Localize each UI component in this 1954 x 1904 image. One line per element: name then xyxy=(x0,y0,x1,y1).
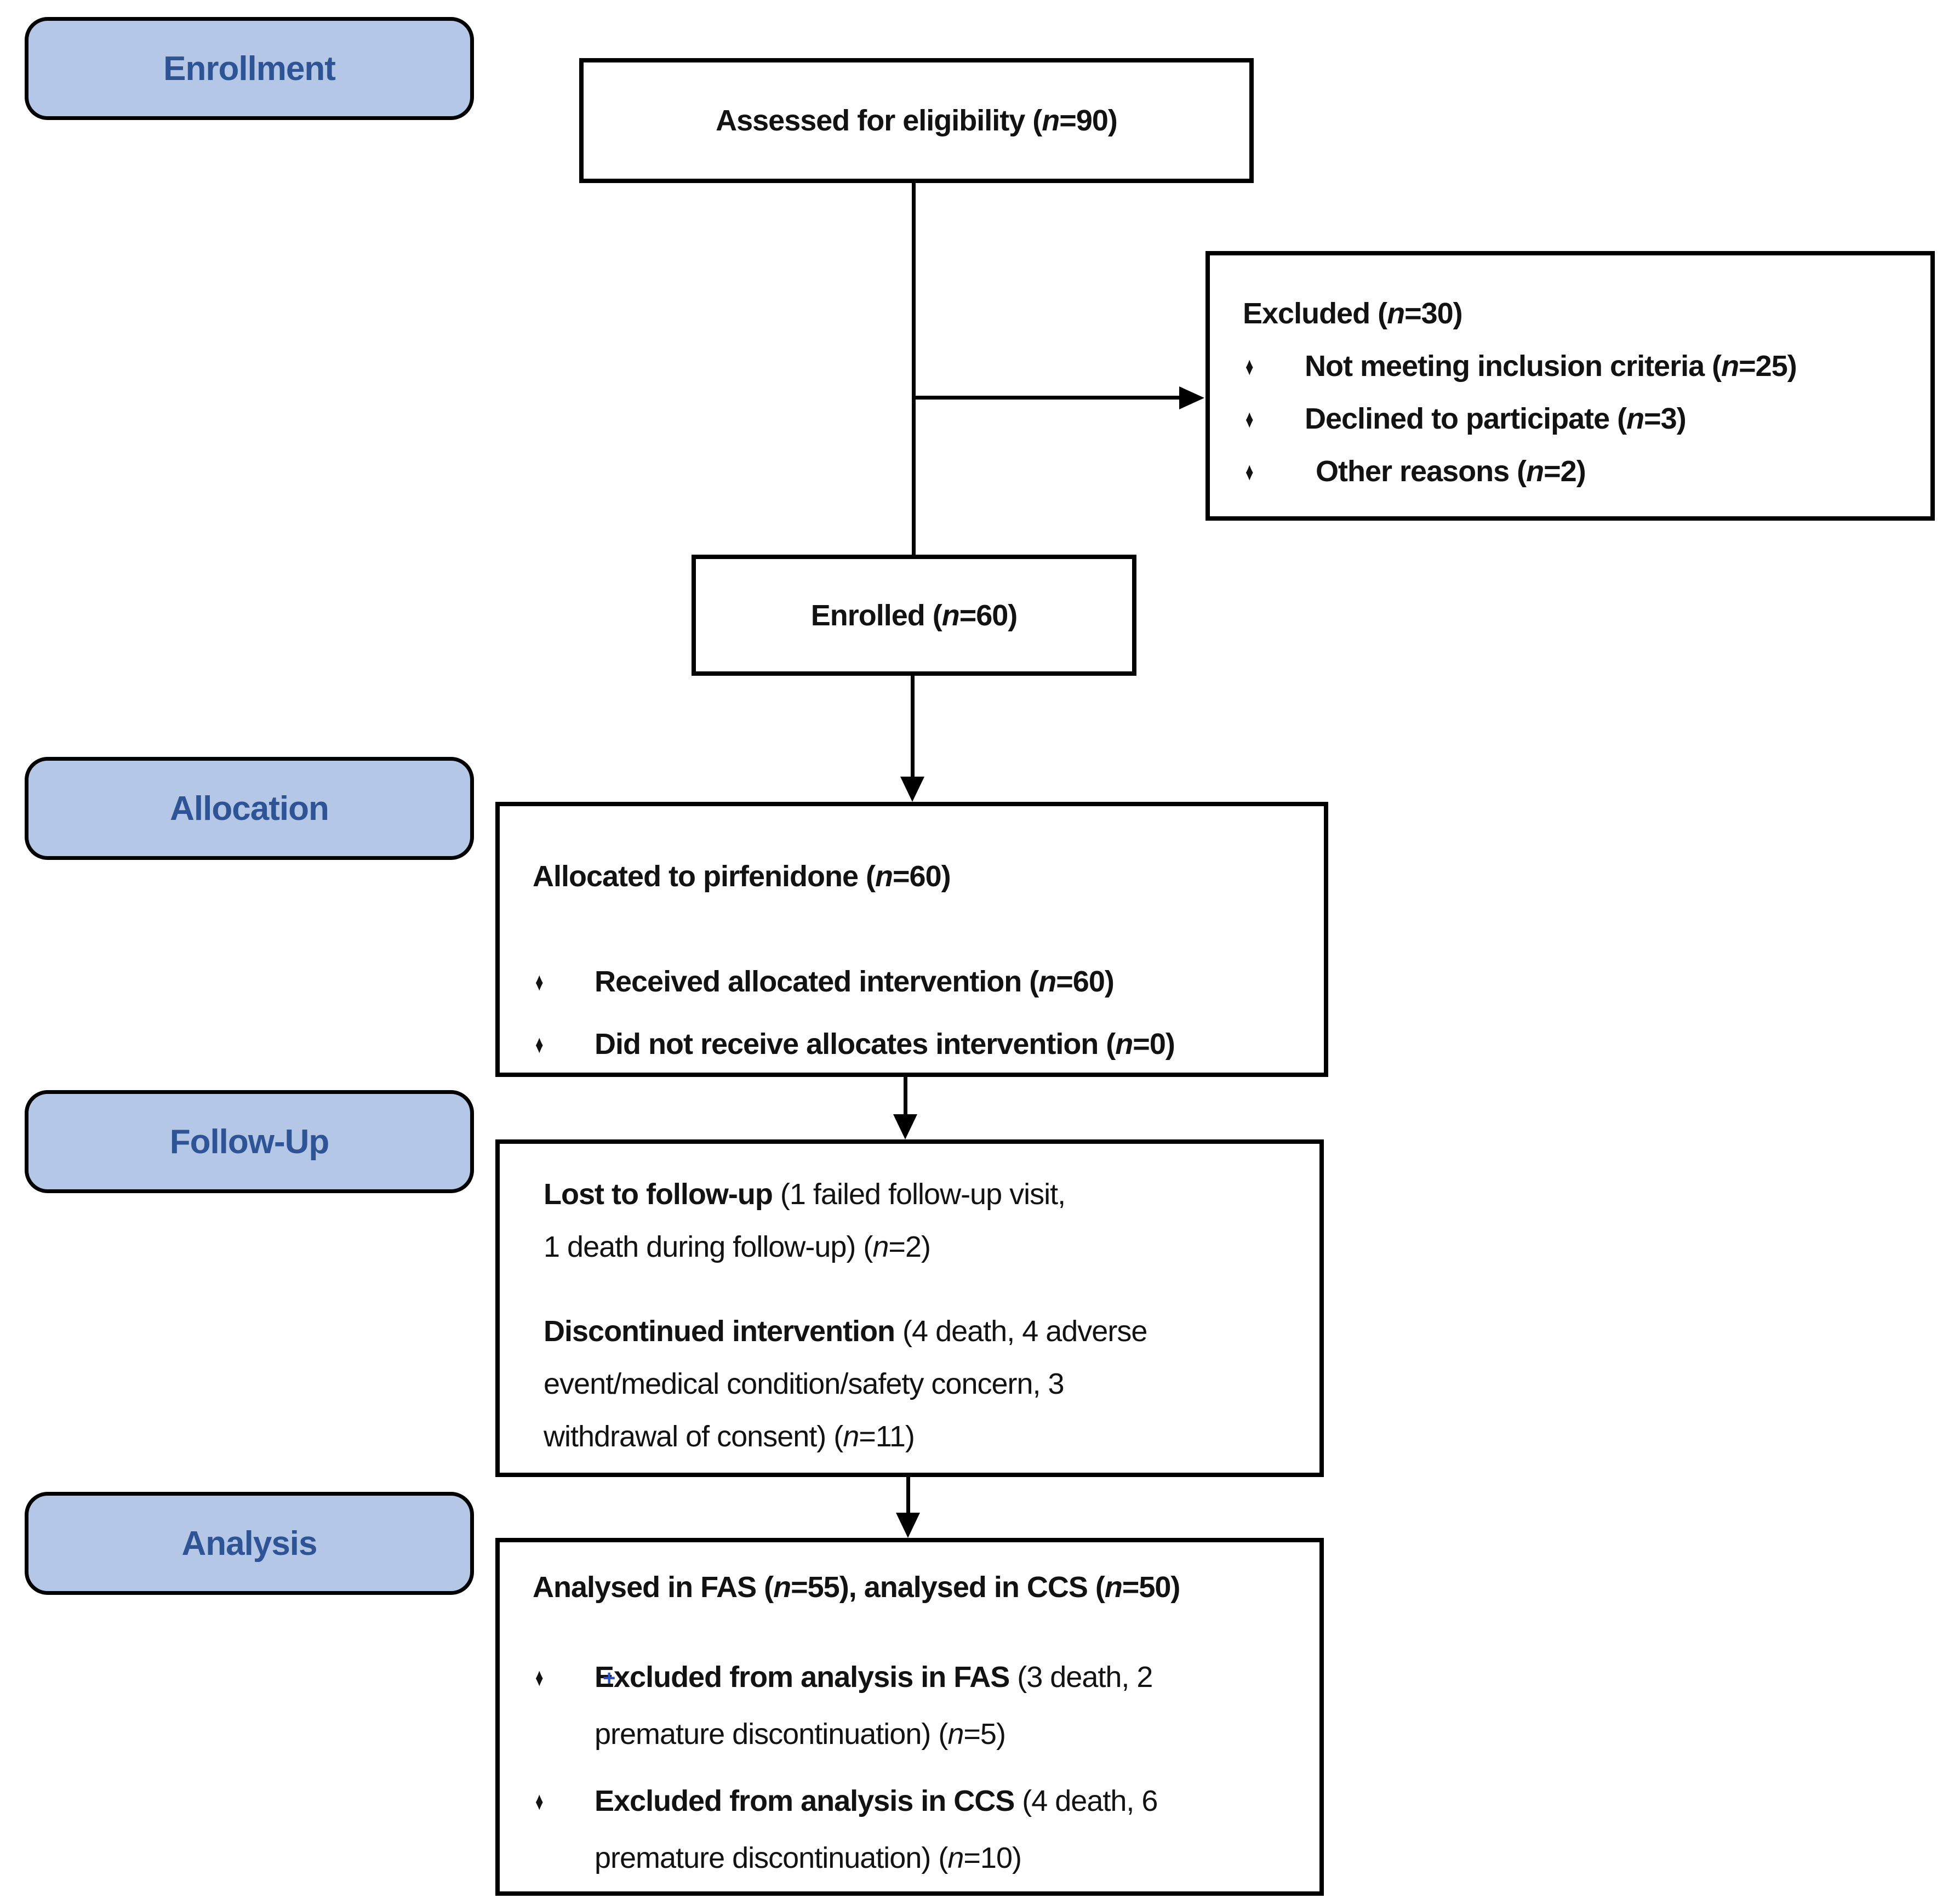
excluded-bullet-other: ♦ Other reasons (n=2) xyxy=(1243,445,1914,498)
diamond-bullet-icon: ♦ xyxy=(535,1663,544,1691)
analysed-bullet-fas: ♦ Excluded from analysis in FAS (3 death… xyxy=(533,1649,1303,1763)
connector-branch-to-excluded xyxy=(913,396,1183,400)
stray-plus-artifact: + xyxy=(603,1666,616,1690)
excluded-bullet-not-meeting: ♦ Not meeting inclusion criteria (n=25) xyxy=(1243,340,1914,392)
excluded-bullet-declined: ♦ Declined to participate (n=3) xyxy=(1243,392,1914,445)
connector-assessed-to-enrolled xyxy=(912,183,916,555)
stage-label-enrollment: Enrollment xyxy=(163,49,336,88)
stage-pill-enrollment: Enrollment xyxy=(25,17,474,120)
arrowhead-right-icon xyxy=(1179,386,1204,409)
diamond-bullet-icon: ♦ xyxy=(535,967,544,996)
stage-label-analysis: Analysis xyxy=(181,1524,317,1563)
stage-label-followup: Follow-Up xyxy=(169,1122,330,1161)
stage-pill-analysis: Analysis xyxy=(25,1492,474,1595)
diamond-bullet-icon: ♦ xyxy=(535,1787,544,1815)
box-lost-followup: Lost to follow-up (1 failed follow-up vi… xyxy=(495,1139,1324,1477)
connector-lost-to-analysed xyxy=(906,1477,910,1513)
discontinued-line-2: event/medical condition/safety concern, … xyxy=(544,1367,1065,1400)
lost-line-1: Lost to follow-up (1 failed follow-up vi… xyxy=(544,1178,1066,1211)
box-enrolled: Enrolled (n=60) xyxy=(692,555,1136,676)
box-assessed-eligibility: Assessed for eligibility (n=90) xyxy=(579,58,1254,183)
stage-pill-followup: Follow-Up xyxy=(25,1090,474,1193)
lost-line-2: 1 death during follow-up) (n=2) xyxy=(544,1230,931,1263)
assessed-text: Assessed for eligibility (n=90) xyxy=(716,104,1118,137)
enrolled-text: Enrolled (n=60) xyxy=(810,598,1018,632)
stage-pill-allocation: Allocation xyxy=(25,757,474,860)
diamond-bullet-icon: ♦ xyxy=(535,1030,544,1058)
connector-enrolled-to-allocated xyxy=(911,676,915,778)
allocated-bullet-received: ♦ Received allocated intervention (n=60) xyxy=(533,955,1307,1008)
arrowhead-down-icon xyxy=(900,777,924,802)
diamond-bullet-icon: ♦ xyxy=(1245,404,1254,433)
allocated-title: Allocated to pirfenidone (n=60) xyxy=(533,860,951,893)
allocated-bullet-notreceived: ♦ Did not receive allocates intervention… xyxy=(533,1018,1307,1070)
analysed-title: Analysed in FAS (n=55), analysed in CCS … xyxy=(533,1571,1180,1604)
discontinued-line-1: Discontinued intervention (4 death, 4 ad… xyxy=(544,1315,1147,1348)
analysed-bullet-ccs: ♦ Excluded from analysis in CCS (4 death… xyxy=(533,1772,1303,1886)
diamond-bullet-icon: ♦ xyxy=(1245,352,1254,380)
arrowhead-down-icon xyxy=(896,1513,920,1538)
box-excluded: Excluded (n=30) ♦ Not meeting inclusion … xyxy=(1205,251,1935,521)
connector-allocated-to-lost xyxy=(904,1077,907,1115)
box-analysed: Analysed in FAS (n=55), analysed in CCS … xyxy=(495,1538,1324,1896)
stage-label-allocation: Allocation xyxy=(170,789,329,828)
excluded-title: Excluded (n=30) xyxy=(1243,297,1463,330)
discontinued-line-3: withdrawal of consent) (n=11) xyxy=(544,1420,915,1453)
diamond-bullet-icon: ♦ xyxy=(1245,457,1254,486)
arrowhead-down-icon xyxy=(893,1114,917,1139)
box-allocated: Allocated to pirfenidone (n=60) ♦ Receiv… xyxy=(495,802,1328,1077)
